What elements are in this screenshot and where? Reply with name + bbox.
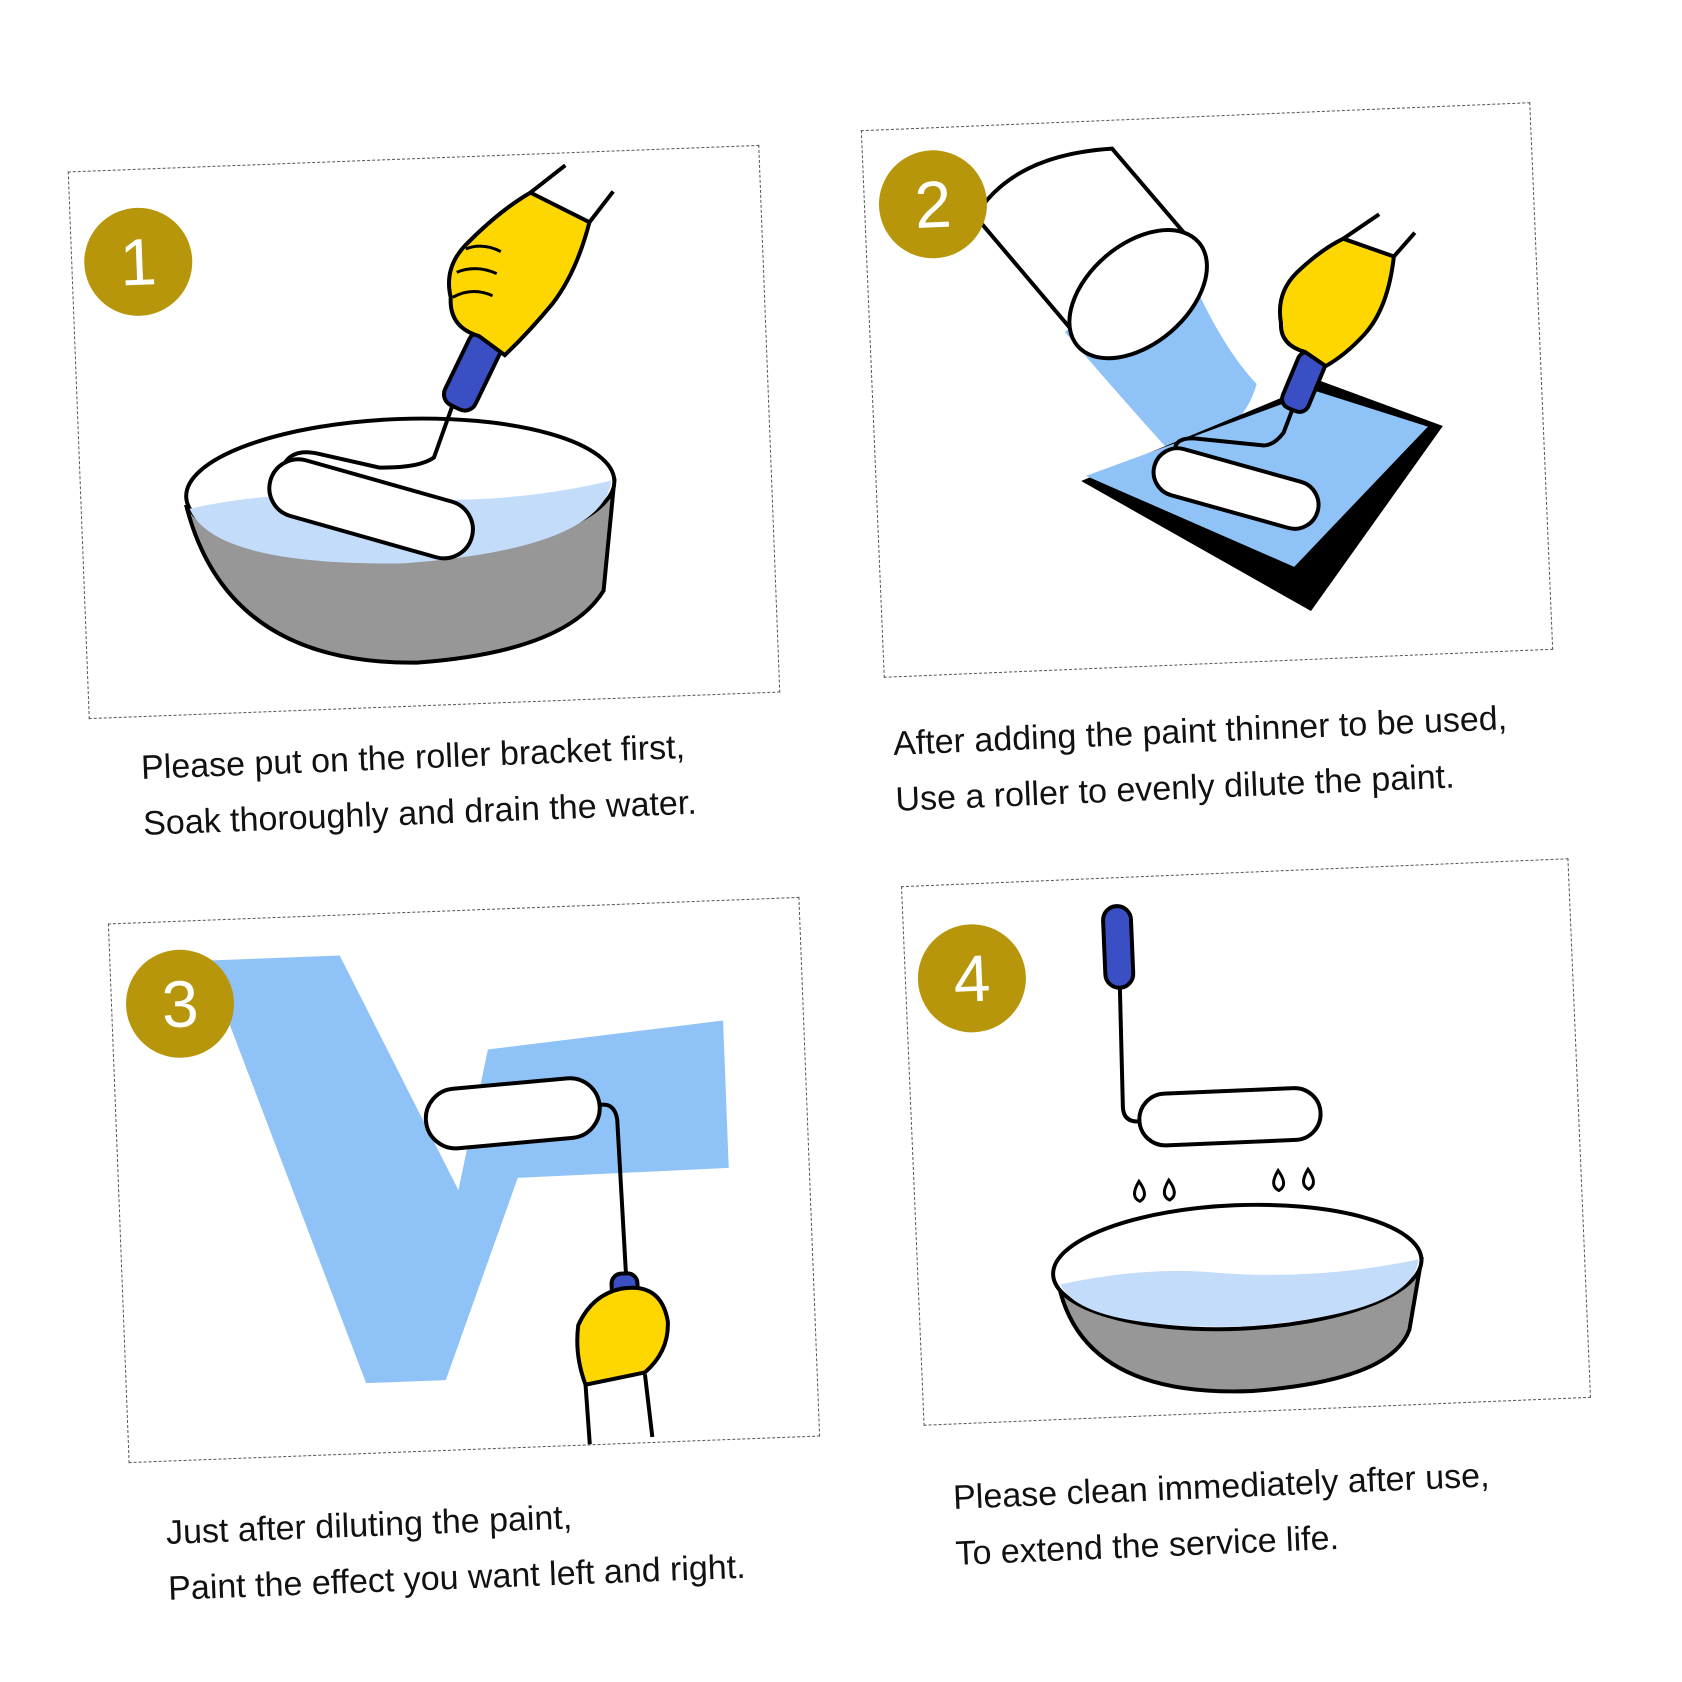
- step-3-caption: Just after diluting the paint, Paint the…: [165, 1483, 747, 1617]
- step-3-illustration: [205, 955, 729, 1445]
- yellow-glove-icon: [575, 1285, 670, 1445]
- step-1-panel: 1: [67, 144, 781, 720]
- step-3-panel: 3: [107, 896, 821, 1464]
- yellow-glove-icon: [447, 163, 615, 358]
- painted-wall-stroke-icon: [205, 955, 729, 1384]
- step-4-caption: Please clean immediately after use, To e…: [952, 1448, 1493, 1582]
- step-2-caption: After adding the paint thinner to be use…: [892, 690, 1510, 828]
- step-1-caption: Please put on the roller bracket first, …: [140, 719, 698, 852]
- step-2-panel: 2: [860, 102, 1554, 678]
- paint-roller-icon: [1101, 904, 1323, 1148]
- yellow-glove-icon: [1278, 212, 1417, 369]
- step-4-panel: 4: [900, 858, 1592, 1426]
- water-bucket-icon: [1051, 1202, 1424, 1394]
- step-1-illustration: [184, 163, 617, 665]
- paint-roller-icon: [1151, 350, 1327, 531]
- pouring-can-icon: [972, 146, 1209, 361]
- step-2-illustration: [972, 146, 1443, 612]
- step-4-illustration: [1051, 904, 1424, 1394]
